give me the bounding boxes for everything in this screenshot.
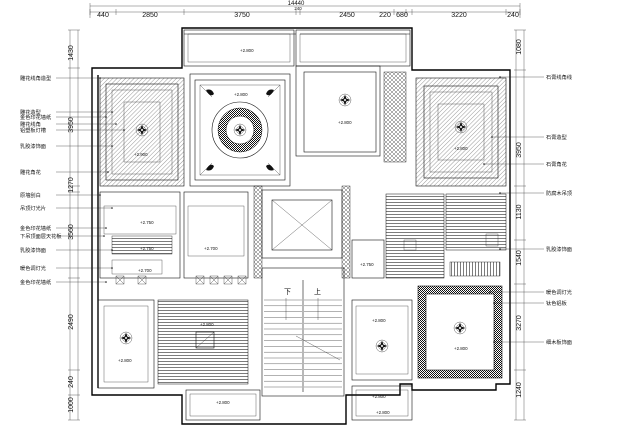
dim-top-7: 680 [396,12,408,19]
callout-label: 雕花造型 [20,108,41,116]
dim-left-1: 1430 [68,45,75,61]
level-tag: +2.900 [134,152,148,157]
dim-left-6: 240 [68,376,75,388]
dim-right-5: 3270 [516,315,523,331]
callout-label: 细木板饰面 [546,338,572,346]
spotlight-fixture [195,275,205,285]
dim-right-4: 1540 [516,250,523,266]
bottom-balcony: +2.800 +2.800 +2.800 [185,385,413,421]
callout-label: 钛色铝板 [546,299,568,307]
dim-left-4: 3560 [68,224,75,240]
level-tag: +2.750 [140,220,154,225]
dim-right-2: 3950 [516,142,523,158]
total-width-dimension: 14440 [288,1,305,7]
dim-left-7: 1000 [68,397,75,413]
dim-top-5: 2450 [339,12,355,19]
room-lower-left: +2.800 [97,299,155,389]
callout-label: 雕花角花 [20,168,41,176]
dim-top-4: 240 [294,6,302,11]
level-tag: +2.800 [338,120,352,125]
callout-label: 石膏造型 [546,133,567,141]
dim-right-1: 1080 [516,39,523,55]
dim-top-8: 3220 [451,12,467,19]
level-tag: +2.700 [204,246,218,251]
callout-label: 石膏角花 [546,160,567,168]
callout-label: 乳胶漆饰面 [546,245,572,253]
callout-label: 金色印花墙纸 [20,224,51,232]
dim-left-3: 1270 [68,177,75,193]
callout-label: 暖色调灯光 [20,264,46,272]
stair-down-label: 下 [284,288,291,296]
callout-label: 下吊顶面层天花板 [20,232,62,240]
level-tag: +2.800 [216,400,230,405]
level-tag: +2.800 [372,394,386,399]
level-tag: +2.800 [454,146,468,151]
callout-label: 乳胶漆饰面 [20,246,46,254]
level-tag: +2.750 [140,246,154,251]
dim-left-5: 2490 [68,314,75,330]
level-tag: +2.800 [118,358,132,363]
room-lower-mid-slats: +2.800 [157,299,249,385]
callout-label: 防腐木吊顶 [546,189,572,197]
callout-label: 雕花线角 [20,120,41,128]
level-tag: +2.800 [240,48,254,53]
callout-label: 金色印花墙纸 [20,113,51,121]
left-callout-labels: 雕花线角造型雕花造型金色印花墙纸雕花线角铝塑板灯槽乳胶漆饰面雕花角花原墙刮白吊顶… [20,74,125,286]
level-tag: +2.800 [372,318,386,323]
callout-label: 原墙刮白 [20,191,41,199]
elevator-shaft [253,185,351,279]
spotlight-fixture [137,275,147,285]
dim-left-2: 3950 [68,117,75,133]
level-tag: +2.800 [454,346,468,351]
room-top-middle: +2.800 [295,65,407,163]
callout-label: 金色印花墙纸 [20,278,51,286]
callout-label: 石膏线角线 [546,73,572,81]
spotlight-fixture [209,275,219,285]
room-bedroom-left: +2.900 [99,77,185,187]
staircase: 下 上 [261,267,345,397]
callout-label: 吊顶灯光片 [20,204,46,212]
dim-top-3: 3750 [234,12,250,19]
room-lower-right: +2.800 +2.800 [351,285,503,381]
dim-top-2: 2850 [142,12,158,19]
dim-top-6: 220 [379,12,391,19]
dim-right-6: 1240 [516,382,523,398]
level-tag: +2.750 [360,262,374,267]
stair-up-label: 上 [314,287,321,296]
level-tag: +2.700 [138,268,152,273]
mid-left-panels: +2.750 +2.750 +2.700 +2.700 [99,191,249,285]
dim-right-3: 1130 [516,204,523,219]
callout-label: 雕花线角造型 [20,74,51,82]
spotlight-fixture [115,275,125,285]
dim-top-9: 240 [507,12,519,19]
callout-label: 铝塑板灯槽 [20,126,46,134]
spotlight-fixture [237,275,247,285]
right-dimension-chain: 1080 3950 1130 1540 3270 1240 [514,29,526,421]
mid-right-wood-slats: +2.750 [351,193,507,279]
callout-label: 暖色调灯光 [546,288,572,296]
level-tag: +2.800 [376,410,390,415]
callout-label: 乳胶漆饰面 [20,142,46,150]
room-bedroom-right: +2.800 [415,77,507,187]
level-tag: +2.800 [234,92,248,97]
dim-top-1: 440 [97,12,109,19]
top-corridor-soffit: +2.800 [183,29,411,67]
top-dimension-chain: 14440 440 2850 3750 240 2450 220 680 322… [89,1,521,19]
level-tag: +2.800 [200,322,214,327]
room-living: +2.800 [189,73,291,187]
left-dimension-chain: 1430 3950 1270 3560 2490 240 1000 [68,29,80,421]
spotlight-fixture [223,275,233,285]
